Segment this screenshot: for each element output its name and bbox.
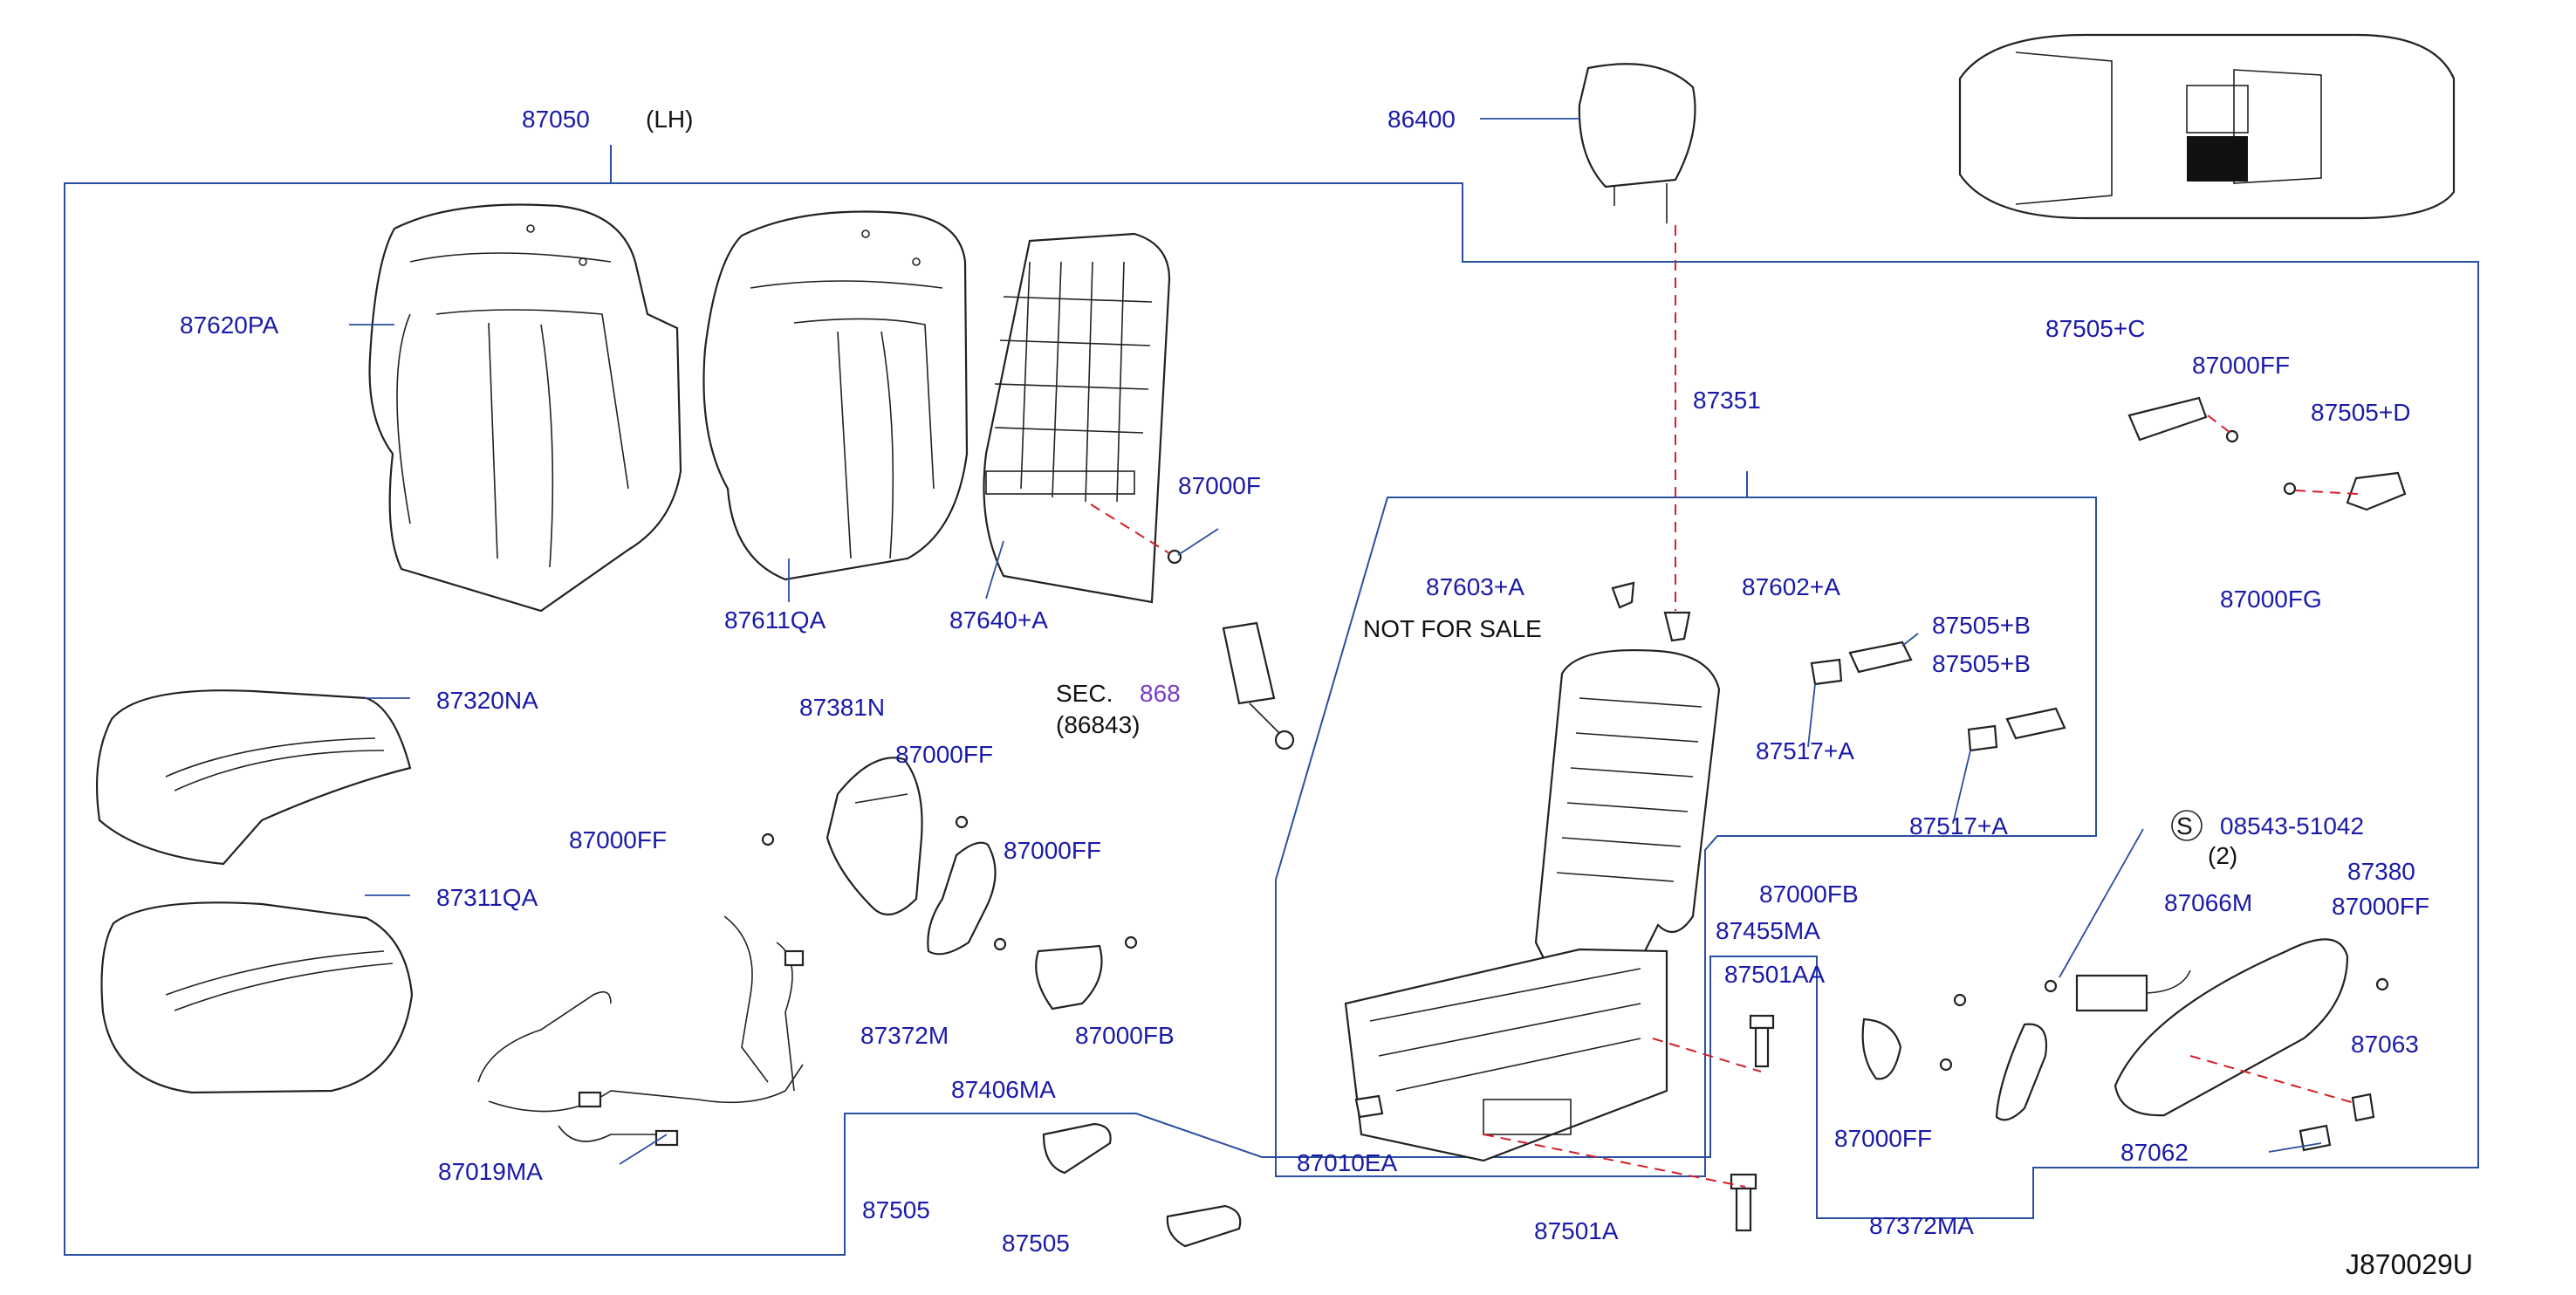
label-87063: 87063 [2351, 1031, 2419, 1058]
label-87062: 87062 [2120, 1139, 2189, 1166]
label-87311qa: 87311QA [436, 884, 538, 911]
recliner-cover-87372m[interactable] [927, 841, 997, 956]
cap-87505b-a[interactable] [1848, 641, 1913, 674]
seat-location-marker [2187, 136, 2248, 182]
bolt-87501aa[interactable] [1749, 1014, 1775, 1068]
clip-87603a[interactable] [1611, 581, 1635, 609]
label-87602a: 87602+A [1742, 573, 1840, 600]
label-87372ma: 87372MA [1869, 1212, 1974, 1239]
recliner-cover-87372ma[interactable] [1995, 1023, 2048, 1121]
label-87010ea: 87010EA [1297, 1149, 1398, 1176]
screw-symbol: S [2176, 812, 2193, 839]
label-87351: 87351 [1693, 387, 1761, 414]
label-87517a-b: 87517+A [1909, 812, 2008, 839]
screw-qty: (2) [2208, 842, 2237, 869]
label-87000ff-e: 87000FF [1834, 1125, 1932, 1152]
cover-87505c[interactable] [2127, 396, 2208, 442]
bracket-87406ma[interactable] [1035, 944, 1103, 1011]
label-87406ma: 87406MA [951, 1076, 1056, 1103]
label-87505b-b: 87505+B [1932, 650, 2031, 677]
assembly-label: 87050 [522, 106, 590, 133]
label-87501a: 87501A [1534, 1217, 1619, 1244]
seatbelt-buckle[interactable] [1222, 621, 1295, 750]
label-87019ma: 87019MA [438, 1158, 543, 1185]
label-87501aa: 87501AA [1724, 961, 1826, 988]
vehicle-top-view [1958, 33, 2456, 220]
label-87620pa: 87620PA [180, 312, 278, 339]
label-87000ff-c: 87000FF [1004, 837, 1101, 864]
clip-87602a[interactable] [1663, 611, 1691, 642]
headrest-86400[interactable] [1578, 63, 1696, 611]
section-number[interactable]: 868 [1140, 680, 1181, 707]
leader-lines [349, 118, 2322, 1165]
label-87611qa: 87611QA [724, 606, 826, 634]
not-for-sale: NOT FOR SALE [1363, 615, 1542, 642]
label-87505-a: 87505 [862, 1196, 930, 1223]
cover-87505d[interactable] [2346, 471, 2407, 511]
side-note: (LH) [646, 106, 693, 133]
labels: 87050 (LH) 87620PA 87611QA 87640+A 87000… [180, 106, 2473, 1280]
label-87603a: 87603+A [1426, 573, 1524, 600]
wire-harness-87019ma[interactable] [477, 915, 805, 1147]
label-87000ff-d: 87000FF [2192, 352, 2290, 379]
label-87505d: 87505+D [2311, 399, 2410, 426]
label-87381n: 87381N [799, 694, 885, 721]
label-87640a: 87640+A [949, 606, 1048, 634]
seat-frame-87351[interactable] [1344, 648, 1721, 1162]
label-87380: 87380 [2347, 858, 2415, 885]
knee-cover-87455ma[interactable] [1861, 1018, 1902, 1080]
label-87000ff-f: 87000FF [2332, 893, 2429, 920]
knee-cover-87381n[interactable] [826, 757, 923, 916]
label-86400: 86400 [1387, 106, 1456, 133]
frame-boundary [1275, 471, 2097, 1177]
cushion-trim-87320na[interactable] [95, 689, 412, 866]
knob-87062[interactable] [2299, 1124, 2332, 1152]
back-board-87640a[interactable] [983, 232, 1171, 604]
label-87320na: 87320NA [436, 687, 538, 714]
label-87517a-a: 87517+A [1756, 737, 1854, 764]
label-87000fb-a: 87000FB [1075, 1022, 1175, 1049]
seatback-trim-87620pa[interactable] [368, 203, 682, 613]
cap-87505b-b[interactable] [2005, 707, 2066, 740]
label-87505c: 87505+C [2045, 315, 2145, 342]
label-87000fg: 87000FG [2220, 586, 2322, 613]
seat-assembly-boundary [64, 145, 2479, 1256]
side-trim-87380[interactable] [2114, 938, 2349, 1117]
switch-87066m[interactable] [2075, 970, 2191, 1012]
knob-87063[interactable] [2351, 1093, 2375, 1122]
label-87455ma: 87455MA [1716, 917, 1820, 944]
label-87000ff-b: 87000FF [569, 826, 667, 853]
clip-87517a-a[interactable] [1810, 658, 1843, 686]
label-87000fb-b: 87000FB [1759, 880, 1859, 908]
label-87372m: 87372M [860, 1022, 949, 1049]
adjuster-lever-87010ea[interactable] [1354, 1094, 1384, 1119]
drawing-code: J870029U [2346, 1249, 2473, 1280]
label-87505-b: 87505 [1002, 1230, 1070, 1257]
dashed-fastener-lines [1090, 415, 2359, 1188]
cushion-pad-87311qa[interactable] [100, 901, 414, 1094]
label-87505b-a: 87505+B [1932, 612, 2031, 639]
screw-spec-circle [2171, 810, 2203, 841]
bolt-87501a[interactable] [1730, 1173, 1757, 1232]
label-87000f: 87000F [1178, 472, 1261, 499]
clip-87517a-b[interactable] [1967, 724, 1998, 752]
seatback-pad-87611qa[interactable] [702, 210, 969, 581]
screw-symbols [761, 429, 2389, 1072]
label-87000ff-a: 87000FF [895, 741, 993, 768]
label-87066m: 87066M [2164, 889, 2252, 916]
cap-87505-a[interactable] [1042, 1122, 1112, 1175]
cap-87505-b[interactable] [1166, 1204, 1242, 1248]
section-prefix: SEC. [1056, 680, 1113, 707]
screw-number: 08543-51042 [2220, 812, 2364, 839]
section-sub: (86843) [1056, 711, 1141, 738]
